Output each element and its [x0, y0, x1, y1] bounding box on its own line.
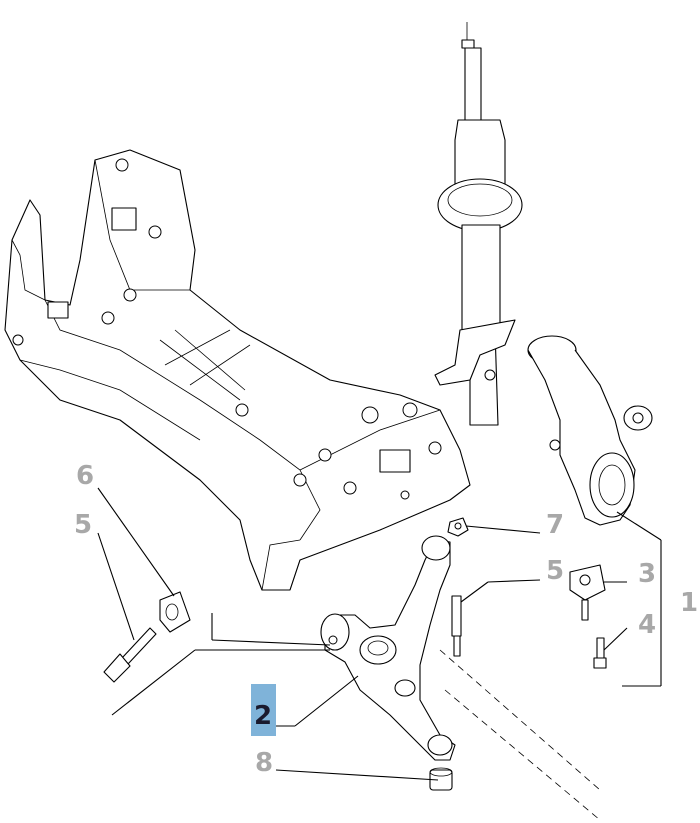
subframe — [4, 149, 471, 591]
steering-knuckle — [527, 335, 653, 526]
bush-6 — [159, 591, 191, 633]
callout-8: 8 — [255, 748, 273, 778]
selected-callout-highlight — [251, 684, 276, 736]
leader-lines — [97, 487, 662, 781]
alignment-lines — [439, 649, 601, 821]
callout-1: 1 — [680, 588, 698, 618]
callout-7: 7 — [546, 510, 564, 540]
callout-4: 4 — [638, 610, 656, 640]
callout-5-right: 5 — [546, 556, 564, 586]
bush-8 — [429, 767, 453, 791]
screw-4 — [593, 637, 607, 669]
bolt-5-center — [451, 595, 462, 657]
callout-2[interactable]: 2 — [254, 701, 272, 731]
callout-5-left: 5 — [74, 510, 92, 540]
lower-control-arm — [320, 535, 456, 761]
callout-numbers: 6 5 7 5 3 1 4 8 2 — [74, 461, 698, 778]
ball-joint-3 — [569, 564, 606, 621]
callout-3: 3 — [638, 559, 656, 589]
callout-6: 6 — [76, 461, 94, 491]
bolt-5-left — [103, 627, 157, 683]
bush-7 — [447, 517, 469, 537]
strut — [434, 22, 523, 426]
